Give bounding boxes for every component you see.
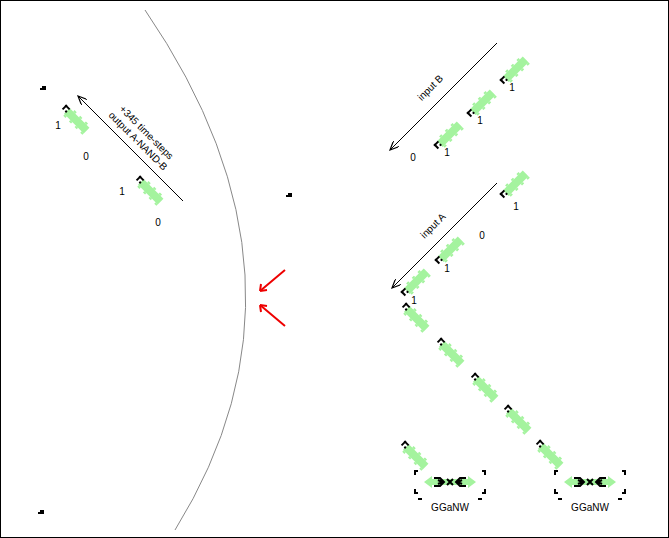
- glider: [533, 438, 565, 470]
- signal-arrows: [78, 43, 497, 288]
- bit-value: 1: [513, 201, 519, 213]
- arrow-label: input B: [414, 71, 447, 104]
- gun-ganw: [414, 470, 626, 500]
- bit-value: 0: [479, 230, 485, 242]
- glider: [398, 439, 430, 471]
- still-cells: [38, 86, 292, 514]
- red-arrows: [260, 270, 285, 326]
- glider: [59, 103, 91, 135]
- arrow-label: input A: [417, 210, 450, 243]
- bit-value: 1: [444, 263, 450, 275]
- bit-value: 1: [509, 82, 515, 94]
- bit-value: 1: [477, 115, 483, 127]
- glider: [501, 403, 533, 435]
- bit-value: 0: [83, 151, 89, 163]
- boundary-arc: [145, 10, 246, 530]
- glider: [434, 336, 466, 368]
- glider: [433, 235, 465, 267]
- bit-value: 1: [55, 120, 61, 132]
- bit-value: 0: [155, 217, 161, 229]
- arrow-label: +345 time-steps output A-NAND-B: [100, 95, 183, 178]
- glider: [498, 169, 530, 201]
- component-label: GGaNW: [431, 502, 469, 514]
- bit-value: 1: [119, 186, 125, 198]
- glider-streams: [59, 55, 565, 471]
- glider: [133, 174, 165, 206]
- bit-value: 1: [444, 147, 450, 159]
- glider: [399, 267, 431, 299]
- bit-value: 0: [410, 152, 416, 164]
- glider: [468, 371, 500, 403]
- bit-value: 1: [411, 295, 417, 307]
- component-label: GGaNW: [571, 502, 609, 514]
